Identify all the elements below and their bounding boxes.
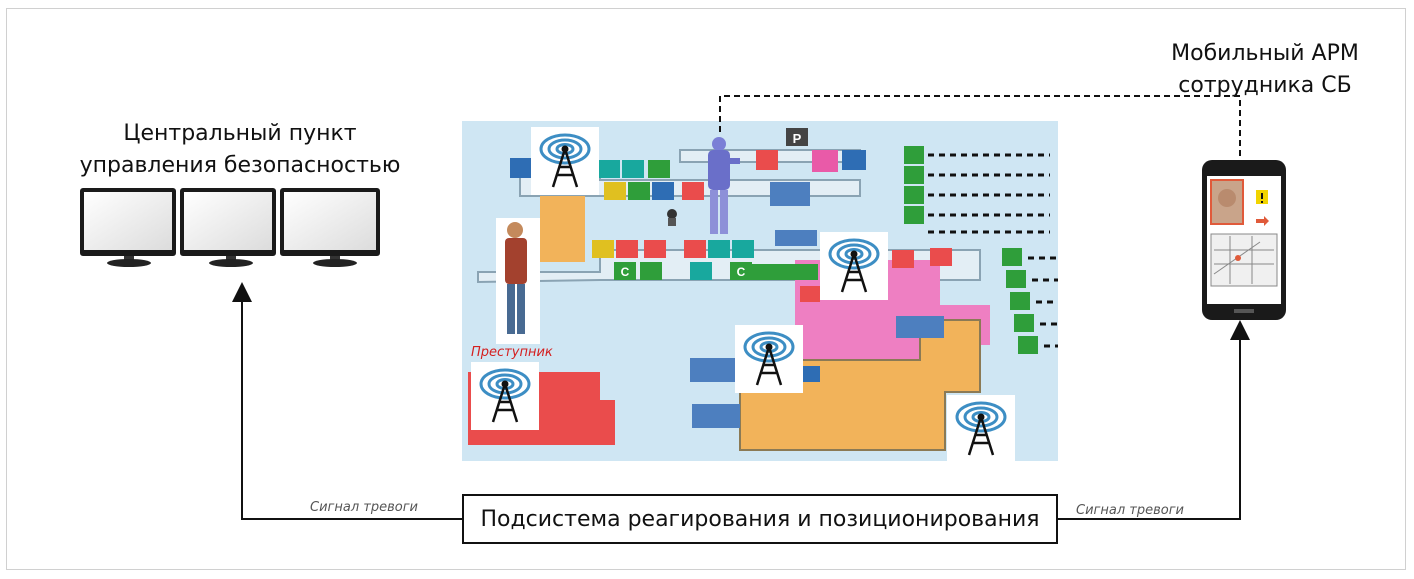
tile-label-c2: С (737, 265, 746, 279)
parking-tile-label: P (793, 131, 802, 146)
diagram-frame (6, 8, 1406, 570)
criminal-label: Преступник (471, 345, 553, 360)
mobile-label-line-2: сотрудника СБ (1178, 73, 1352, 98)
mobile-workstation-label: Мобильный АРМ сотрудника СБ (1140, 38, 1390, 102)
response-positioning-subsystem: Подсистема реагирования и позиционирован… (462, 494, 1058, 544)
arrow-to-mobile-workstation (1058, 320, 1250, 520)
monitor-left (80, 188, 176, 267)
monitor-right (280, 188, 380, 267)
dashed-link-guard-to-phone (719, 95, 1241, 160)
monitor-center (180, 188, 276, 267)
central-control-label: Центральный пункт управления безопасност… (60, 118, 420, 182)
subsystem-label: Подсистема реагирования и позиционирован… (480, 506, 1040, 532)
antenna-icon (733, 323, 805, 395)
mobile-label-line-1: Мобильный АРМ (1171, 41, 1359, 66)
antenna-icon (469, 360, 541, 432)
central-label-line-1: Центральный пункт (123, 121, 357, 146)
signal-label-left: Сигнал тревоги (310, 500, 418, 515)
tile-label-c1: С (621, 265, 630, 279)
arrow-to-central-station (232, 282, 462, 520)
security-guard-figure (708, 137, 740, 234)
antenna-icon (945, 393, 1017, 465)
central-label-line-2: управления безопасностью (79, 153, 401, 178)
mobile-phone (1202, 160, 1286, 320)
criminal-figure (496, 218, 540, 344)
signal-label-right: Сигнал тревоги (1076, 503, 1184, 518)
antenna-icon (818, 230, 890, 302)
antenna-icon (529, 125, 601, 197)
